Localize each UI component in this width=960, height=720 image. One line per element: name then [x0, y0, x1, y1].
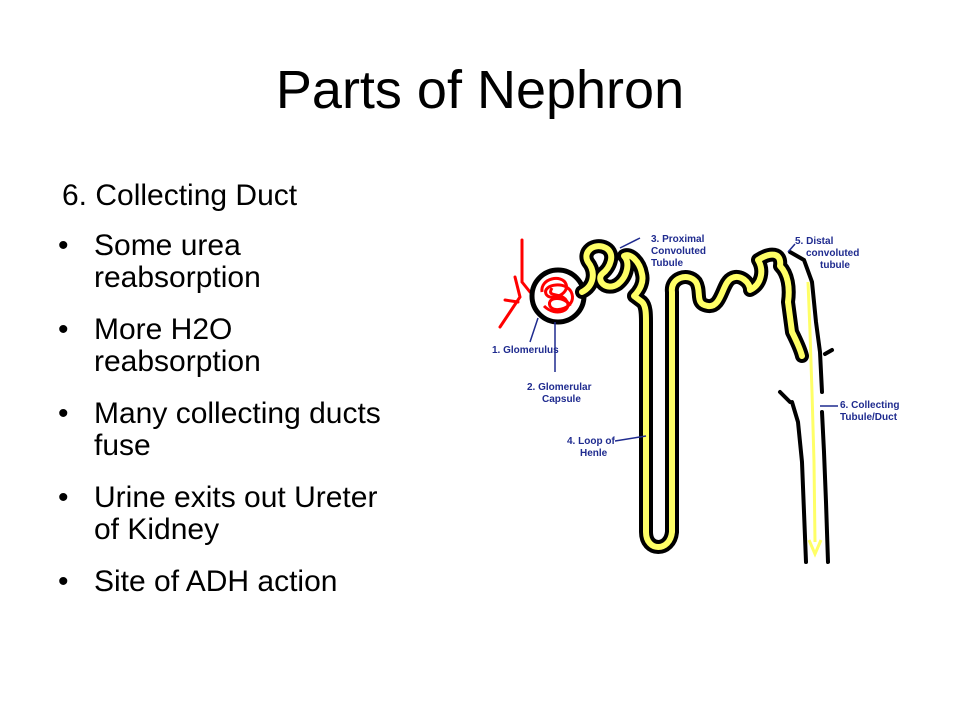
glomerulus-tangle — [540, 276, 574, 314]
bullet-icon: • — [58, 397, 69, 430]
bullet-item: • More H2O reabsorption — [58, 314, 458, 378]
vessel-branch — [503, 298, 520, 304]
bullet-text-line2: reabsorption — [94, 261, 261, 294]
bullet-text-line1: Many collecting ducts — [94, 397, 381, 430]
label-proximal-line2: Convoluted — [651, 246, 706, 257]
label-proximal-line3: Tubule — [651, 258, 683, 269]
bullet-list: • Some urea reabsorption • More H2O reab… — [58, 230, 458, 618]
bullet-item: • Urine exits out Ureter of Kidney — [58, 482, 458, 546]
section-subtitle: 6. Collecting Duct — [62, 179, 298, 212]
label-distal-line2: convoluted — [806, 248, 859, 259]
label-collecting-line1: 6. Collecting — [840, 400, 899, 411]
afferent-vessel — [520, 238, 532, 294]
blood-vessels — [498, 238, 532, 329]
bullet-text-line1: More H2O — [94, 313, 233, 346]
efferent-vessel — [498, 275, 522, 329]
collecting-duct-flow — [806, 281, 817, 543]
label-loop-line1: 4. Loop of — [567, 436, 615, 447]
bullet-icon: • — [58, 229, 69, 262]
label-leaders — [529, 237, 838, 442]
tubule-flow — [579, 243, 805, 550]
bullet-text-line2: reabsorption — [94, 345, 261, 378]
bullet-icon: • — [58, 481, 69, 514]
bullet-item: • Site of ADH action — [58, 566, 458, 598]
label-glomerulus: 1. Glomerulus — [492, 345, 559, 356]
bullet-text-line1: Some urea — [94, 229, 241, 262]
bullet-item: • Many collecting ducts fuse — [58, 398, 458, 462]
label-distal-line1: 5. Distal — [795, 236, 834, 247]
label-capsule-line1: 2. Glomerular — [527, 382, 592, 393]
label-distal-line3: tubule — [820, 260, 850, 271]
bullet-icon: • — [58, 565, 69, 598]
nephron-tubule — [575, 239, 809, 554]
collecting-duct — [778, 250, 834, 564]
bullet-text-line1: Site of ADH action — [94, 565, 338, 598]
bullet-text-line1: Urine exits out Ureter — [94, 481, 378, 514]
flow-arrow-icon — [807, 539, 823, 558]
bullet-item: • Some urea reabsorption — [58, 230, 458, 294]
bullet-icon: • — [58, 313, 69, 346]
label-collecting-line2: Tubule/Duct — [840, 412, 898, 423]
label-loop-line2: Henle — [580, 448, 608, 459]
label-capsule-line2: Capsule — [542, 394, 581, 405]
label-proximal-line1: 3. Proximal — [651, 234, 705, 245]
slide-title: Parts of Nephron — [275, 60, 685, 120]
nephron-diagram: 1. Glomerulus 2. Glomerular Capsule 3. P… — [492, 234, 899, 564]
bullet-text-line2: fuse — [94, 429, 151, 462]
bullet-text-line2: of Kidney — [94, 513, 220, 546]
